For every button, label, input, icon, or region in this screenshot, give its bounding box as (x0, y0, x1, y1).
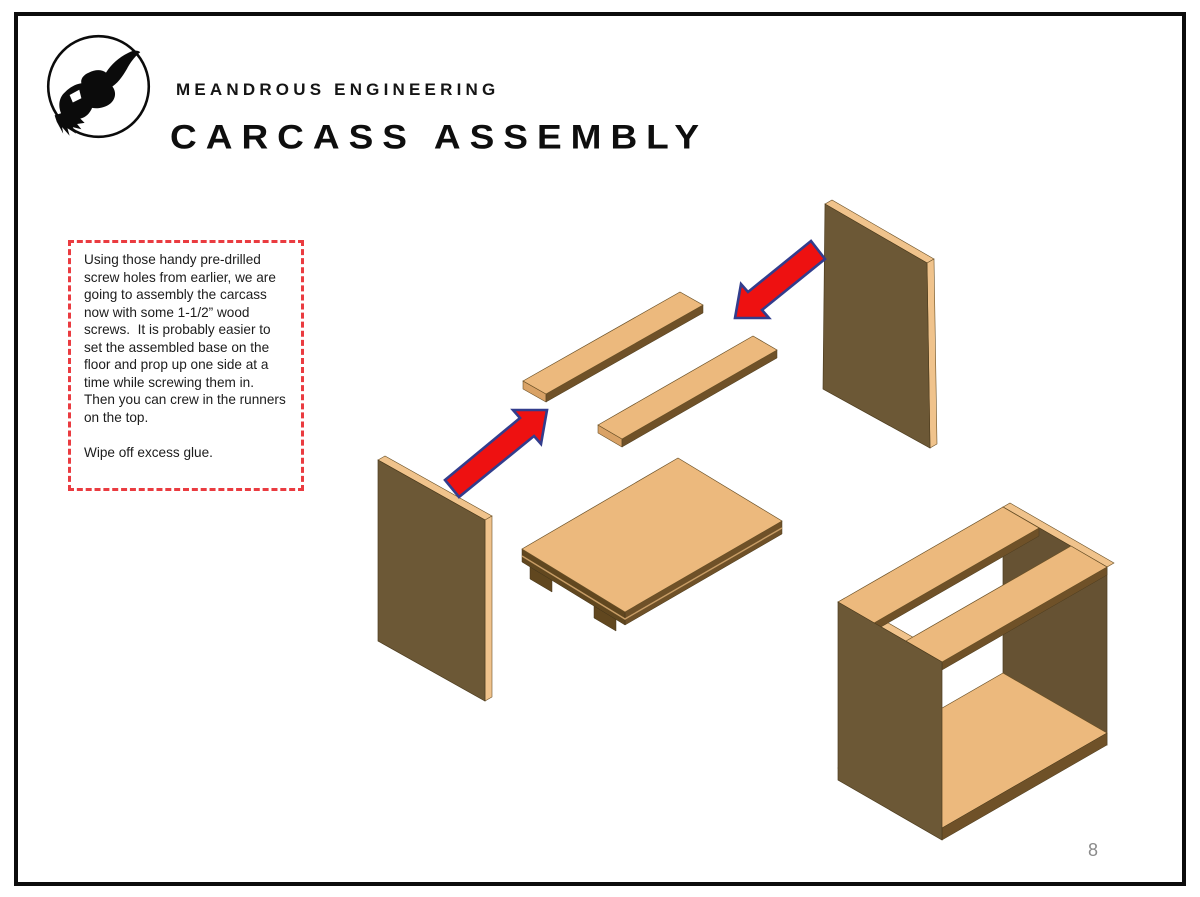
page-number: 8 (1088, 840, 1099, 860)
company-logo (45, 33, 152, 140)
page-title: CARCASS ASSEMBLY (170, 118, 709, 156)
assembled-carcass (837, 502, 1115, 841)
base-panel (521, 457, 783, 632)
side-panel-right (822, 199, 938, 449)
panel-side-edge (484, 515, 493, 702)
runner-top-face (522, 291, 704, 395)
runner-front (597, 335, 778, 448)
runner-top-face (597, 335, 778, 440)
base-top-face (521, 457, 783, 613)
panel-face (822, 203, 931, 449)
base-edge-seam (521, 527, 783, 620)
arrow-down-left-icon (733, 239, 827, 320)
left-panel-outer-face (837, 601, 943, 841)
note-paragraph-1: Using those handy pre-drilled screw hole… (84, 252, 290, 425)
raptor-skull-logo-icon (46, 34, 151, 139)
arrow-up-right-icon (443, 408, 549, 499)
instruction-note-box: Using those handy pre-drilled screw hole… (68, 240, 304, 491)
runner-back (522, 291, 704, 403)
note-paragraph-2: Wipe off excess glue. (84, 445, 213, 460)
company-name: MEANDROUS ENGINEERING (176, 80, 500, 99)
side-panel-left (377, 455, 493, 702)
panel-face (377, 459, 486, 702)
